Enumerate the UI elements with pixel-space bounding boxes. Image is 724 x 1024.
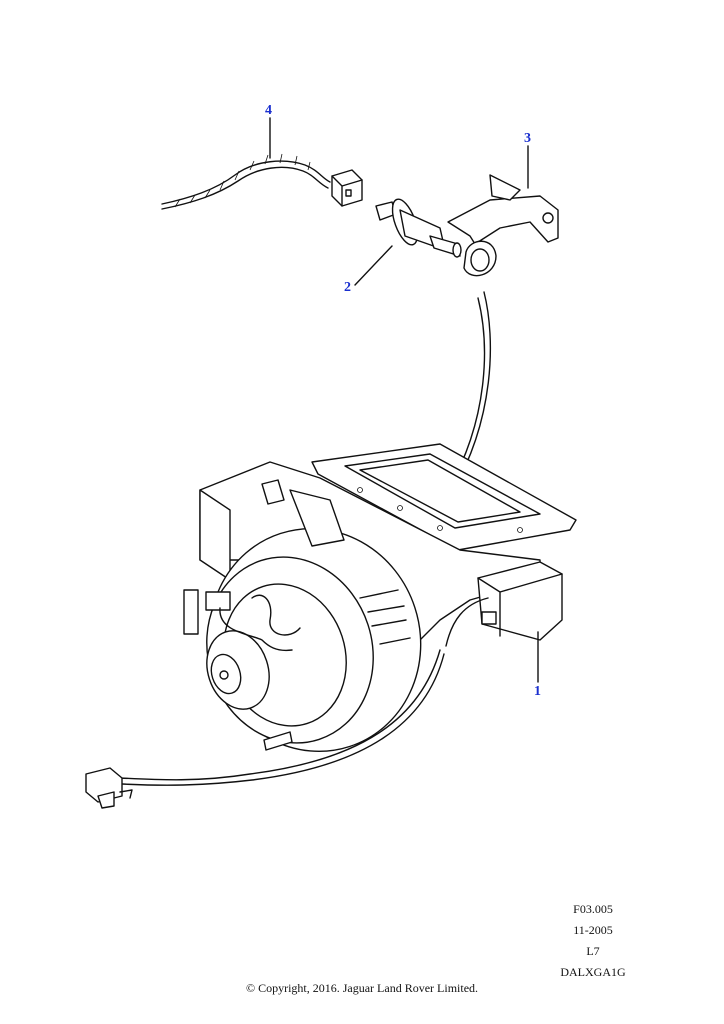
callout-2[interactable]: 2 [344, 280, 351, 295]
copyright-notice: © Copyright, 2016. Jaguar Land Rover Lim… [245, 981, 479, 995]
part-3-bracket[interactable] [447, 145, 559, 277]
part-4-harness[interactable] [161, 117, 363, 210]
part-1-blower-assembly[interactable] [85, 443, 577, 809]
diagram-code: F03.005 [573, 902, 613, 916]
callout-1[interactable]: 1 [534, 684, 541, 699]
diagram-date: 11-2005 [573, 923, 613, 937]
callout-4[interactable]: 4 [265, 103, 272, 118]
diagram-level: L7 [586, 944, 600, 958]
part-2-switch[interactable] [354, 196, 462, 286]
diagram-reference: DALXGA1G [560, 965, 626, 979]
callout-3[interactable]: 3 [524, 131, 531, 146]
